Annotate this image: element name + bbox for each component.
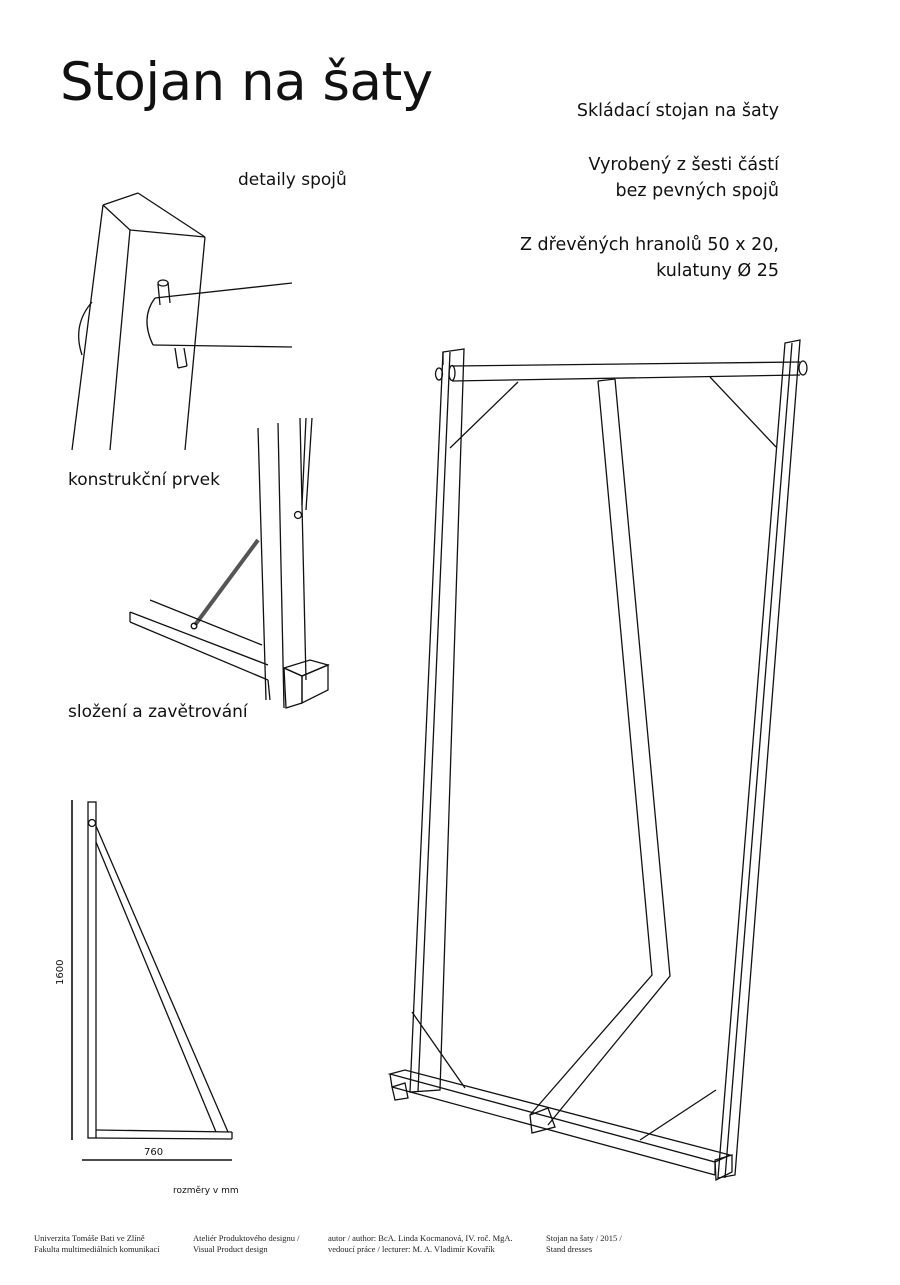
height-dimension: 1600 — [55, 959, 66, 985]
label-joint-details: detaily spojů — [238, 170, 347, 190]
width-dimension: 760 — [144, 1147, 164, 1158]
main-stand-drawing — [387, 339, 808, 1182]
material-line-1: Z dřevěných hranolů 50 x 20, — [520, 235, 779, 255]
footer-lecturer-line: vedoucí práce / lecturer: M. A. Vladimír… — [328, 1244, 495, 1254]
footer-studio-english: Visual Product design — [193, 1244, 268, 1254]
parts-line-2: bez pevných spojů — [615, 181, 779, 201]
parts-line-1: Vyrobený z šesti částí — [588, 155, 779, 175]
material-description: Z dřevěných hranolů 50 x 20, kulatuny Ø … — [520, 232, 779, 284]
footer-university-name: Univerzita Tomáše Bati ve Zlíně — [34, 1233, 145, 1243]
footer-faculty-name: Fakulta multimediálních komunikací — [34, 1244, 160, 1254]
footer-project-english: Stand dresses — [546, 1244, 593, 1254]
footer-university: Univerzita Tomáše Bati ve Zlíně Fakulta … — [34, 1233, 160, 1255]
footer-studio-name: Ateliér Produktového designu / — [193, 1233, 300, 1243]
subtitle: Skládací stojan na šaty — [576, 101, 779, 121]
parts-description: Vyrobený z šesti částí bez pevných spojů — [589, 152, 779, 204]
footer-studio: Ateliér Produktového designu / Visual Pr… — [193, 1233, 299, 1255]
footer-author-line: autor / author: BcA. Linda Kocmanová, IV… — [328, 1233, 513, 1243]
page-title: Stojan na šaty — [60, 52, 433, 113]
construction-element-drawing — [129, 417, 330, 709]
label-construction-element: konstrukční prvek — [68, 470, 220, 490]
side-view-drawing — [71, 800, 233, 1161]
label-folding-bracing: složení a zavětrování — [68, 702, 248, 722]
footer-author: autor / author: BcA. Linda Kocmanová, IV… — [328, 1233, 513, 1255]
footer-project: Stojan na šaty / 2015 / Stand dresses — [546, 1233, 622, 1255]
footer-project-name: Stojan na šaty / 2015 / — [546, 1233, 622, 1243]
material-line-2: kulatuny Ø 25 — [656, 261, 779, 281]
joint-detail-drawing — [71, 192, 293, 451]
unit-note: rozměry v mm — [173, 1186, 239, 1196]
